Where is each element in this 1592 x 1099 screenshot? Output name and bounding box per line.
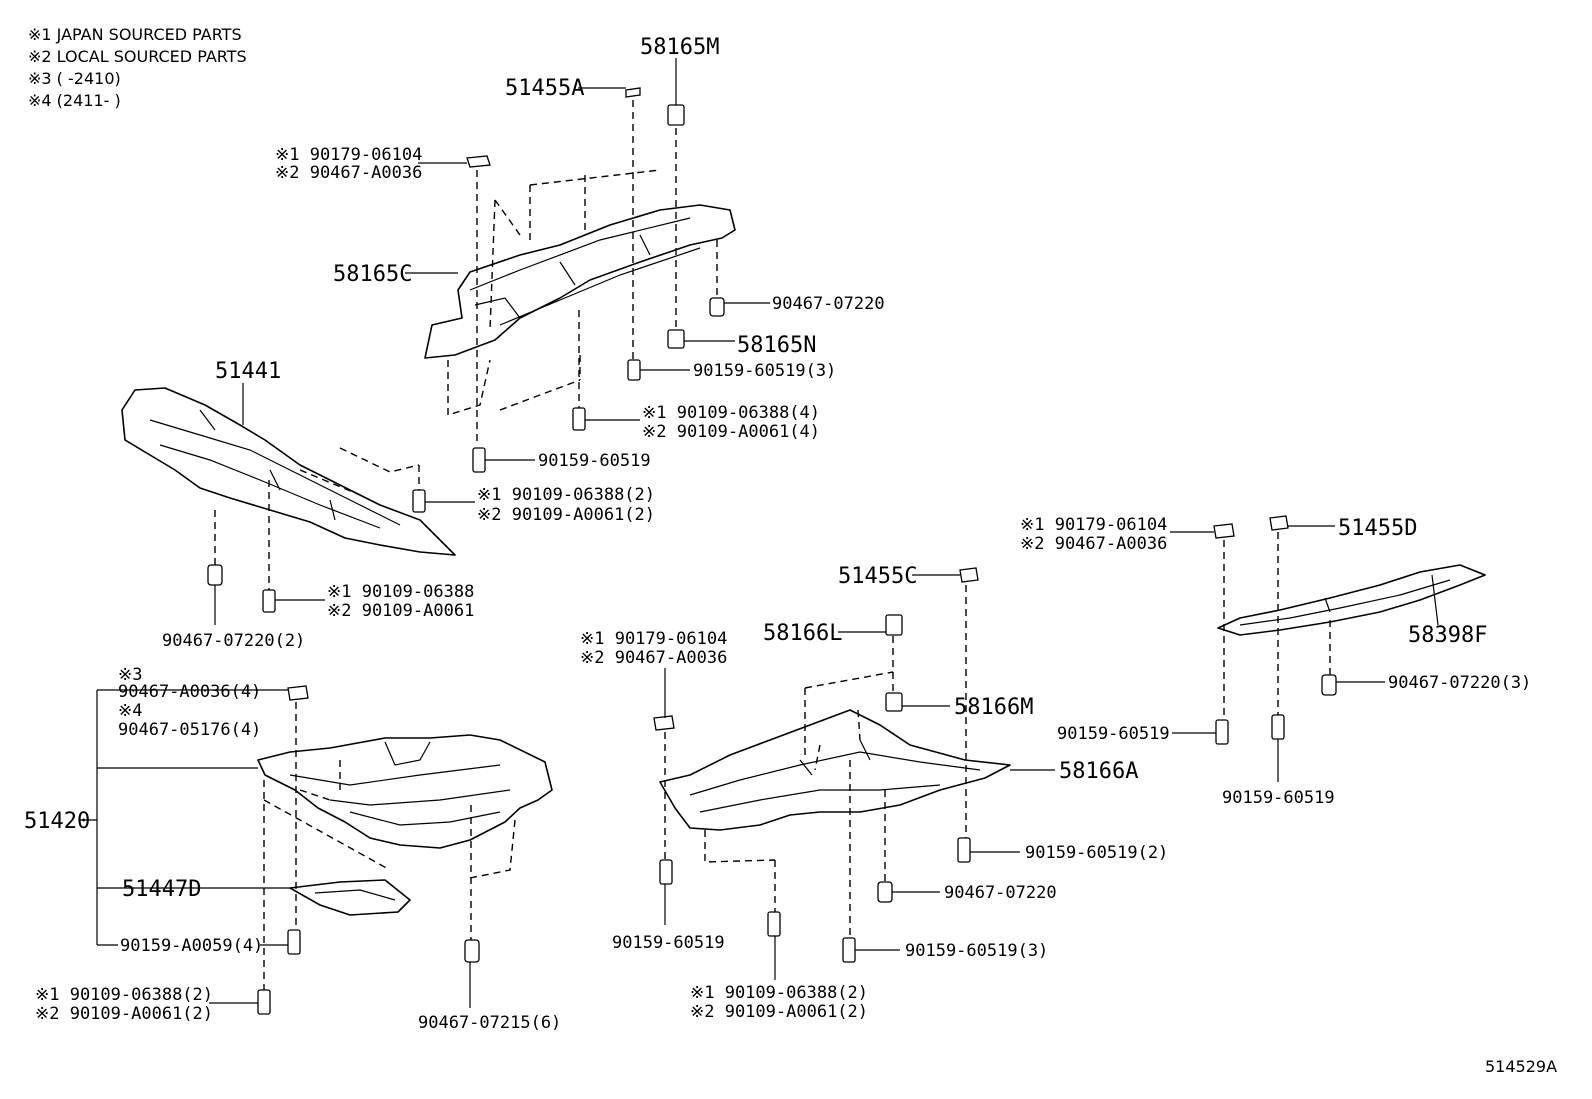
bolt-90109-2a-icon <box>412 489 426 513</box>
nut-58166M-icon <box>885 692 903 712</box>
callout-90159-60519-b: 90159-60519 <box>538 451 651 471</box>
callout-note3: ※3 <box>118 665 142 685</box>
callout-58398F: 58398F <box>1408 623 1487 648</box>
callout-90467-07220-2: 90467-07220(2) <box>162 631 305 651</box>
callout-90159-60519-e: 90159-60519 <box>1222 788 1335 808</box>
nut-90179-icon <box>466 155 491 168</box>
bolt-90109-4-icon <box>572 407 586 431</box>
part-58166A <box>659 709 1011 831</box>
callout-90467-A0036-b: ※2 90467-A0036 <box>580 648 727 668</box>
nut-58165M-icon <box>667 104 685 126</box>
callout-labels: 58165M 51455A ※1 90179-06104 ※2 90467-A0… <box>24 35 1531 1033</box>
callout-90109-06388-2c: ※1 90109-06388(2) <box>690 983 868 1003</box>
fastener-icons <box>207 87 1337 1015</box>
callout-51455C: 51455C <box>838 564 917 589</box>
callout-90159-60519-3b: 90159-60519(3) <box>905 941 1048 961</box>
bolt-90159-icon <box>472 447 486 473</box>
callout-90467-A0036-a: ※2 90467-A0036 <box>275 163 422 183</box>
legend-local: ※2 LOCAL SOURCED PARTS <box>28 47 247 66</box>
assembly-lines <box>214 100 1331 990</box>
callout-90109-A0061: ※2 90109-A0061 <box>327 601 474 621</box>
part-51420 <box>257 734 553 849</box>
callout-90109-06388: ※1 90109-06388 <box>327 582 474 602</box>
callout-90159-60519-2: 90159-60519(2) <box>1025 843 1168 863</box>
bolt-90159-e-icon <box>1271 714 1285 740</box>
nut-58165N-icon <box>667 329 685 349</box>
callout-90109-06388-4: ※1 90109-06388(4) <box>642 403 820 423</box>
clip-90467-07220b-icon <box>877 881 893 903</box>
bolt-90159-3b-icon <box>842 937 856 963</box>
part-58398F <box>1217 564 1486 636</box>
bolt-90109-2c-icon <box>767 911 781 937</box>
callout-note4: ※4 <box>118 701 142 721</box>
callout-90159-60519-d: 90159-60519 <box>1057 724 1170 744</box>
nut-90179-b-icon <box>653 715 675 731</box>
clip-51455A-icon <box>625 87 641 98</box>
callout-90467-07220-b: 90467-07220 <box>944 883 1057 903</box>
callout-58166M: 58166M <box>954 695 1033 720</box>
callout-51455A: 51455A <box>505 76 584 101</box>
legend-note3: ※3 ( -2410) <box>28 69 121 88</box>
callout-90109-06388-2b: ※1 90109-06388(2) <box>35 985 213 1005</box>
bolt-90109-2b-icon <box>257 989 271 1015</box>
bolt-90159-d-icon <box>1215 719 1229 745</box>
callout-58165N: 58165N <box>737 333 816 358</box>
callout-90109-A0061-2a: ※2 90109-A0061(2) <box>477 505 655 525</box>
callout-90179-06104-a: ※1 90179-06104 <box>275 145 422 165</box>
bolt-90159-A0059-icon <box>287 929 301 955</box>
callout-58166A: 58166A <box>1059 759 1138 784</box>
nut-90467-A0036-icon <box>287 685 309 701</box>
clip-51455C-icon <box>959 567 979 583</box>
callout-58165M: 58165M <box>640 35 719 60</box>
callout-58166L: 58166L <box>763 621 842 646</box>
legend-note4: ※4 (2411- ) <box>28 91 121 110</box>
callout-90467-A0036-4: 90467-A0036(4) <box>118 682 261 702</box>
part-51441 <box>121 387 456 556</box>
callout-51441: 51441 <box>215 359 281 384</box>
callout-90467-07220-a: 90467-07220 <box>772 294 885 314</box>
callout-90467-A0036-c: ※2 90467-A0036 <box>1020 534 1167 554</box>
callout-90109-06388-2a: ※1 90109-06388(2) <box>477 485 655 505</box>
bolt-90159-2-icon <box>957 837 971 863</box>
clip-90467-07215-icon <box>464 939 480 963</box>
bolt-90159-3-icon <box>627 359 641 381</box>
callout-90467-05176-4: 90467-05176(4) <box>118 720 261 740</box>
bolt-90159-c-icon <box>659 859 673 885</box>
callout-51455D: 51455D <box>1338 516 1417 541</box>
callout-90109-A0061-4: ※2 90109-A0061(4) <box>642 422 820 442</box>
callout-90159-60519-3a: 90159-60519(3) <box>693 361 836 381</box>
diagram-id: 514529A <box>1485 1057 1557 1076</box>
callout-58165C: 58165C <box>333 262 412 287</box>
callout-90179-06104-b: ※1 90179-06104 <box>580 629 727 649</box>
clip-90467-2-icon <box>207 564 223 586</box>
part-58165C <box>424 204 736 359</box>
callout-90109-A0061-2c: ※2 90109-A0061(2) <box>690 1002 868 1022</box>
clip-90467-07220-icon <box>709 297 725 317</box>
bolt-90109-icon <box>262 589 276 613</box>
callout-90159-60519-c: 90159-60519 <box>612 933 725 953</box>
callout-90467-07220-3: 90467-07220(3) <box>1388 673 1531 693</box>
legend-japan: ※1 JAPAN SOURCED PARTS <box>28 25 242 44</box>
clip-51455D-icon <box>1269 515 1289 531</box>
callout-90179-06104-c: ※1 90179-06104 <box>1020 515 1167 535</box>
callout-90159-A0059-4: 90159-A0059(4) <box>120 936 263 956</box>
part-51447D <box>289 879 411 916</box>
callout-51420: 51420 <box>24 809 90 834</box>
leader-lines <box>80 58 1439 1008</box>
nut-90179-c-icon <box>1213 523 1235 539</box>
callout-90467-07215-6: 90467-07215(6) <box>418 1013 561 1033</box>
callout-51447D: 51447D <box>122 877 201 902</box>
callout-90109-A0061-2b: ※2 90109-A0061(2) <box>35 1004 213 1024</box>
clip-90467-07220-3-icon <box>1321 674 1337 696</box>
nut-58166L-icon <box>885 614 903 636</box>
